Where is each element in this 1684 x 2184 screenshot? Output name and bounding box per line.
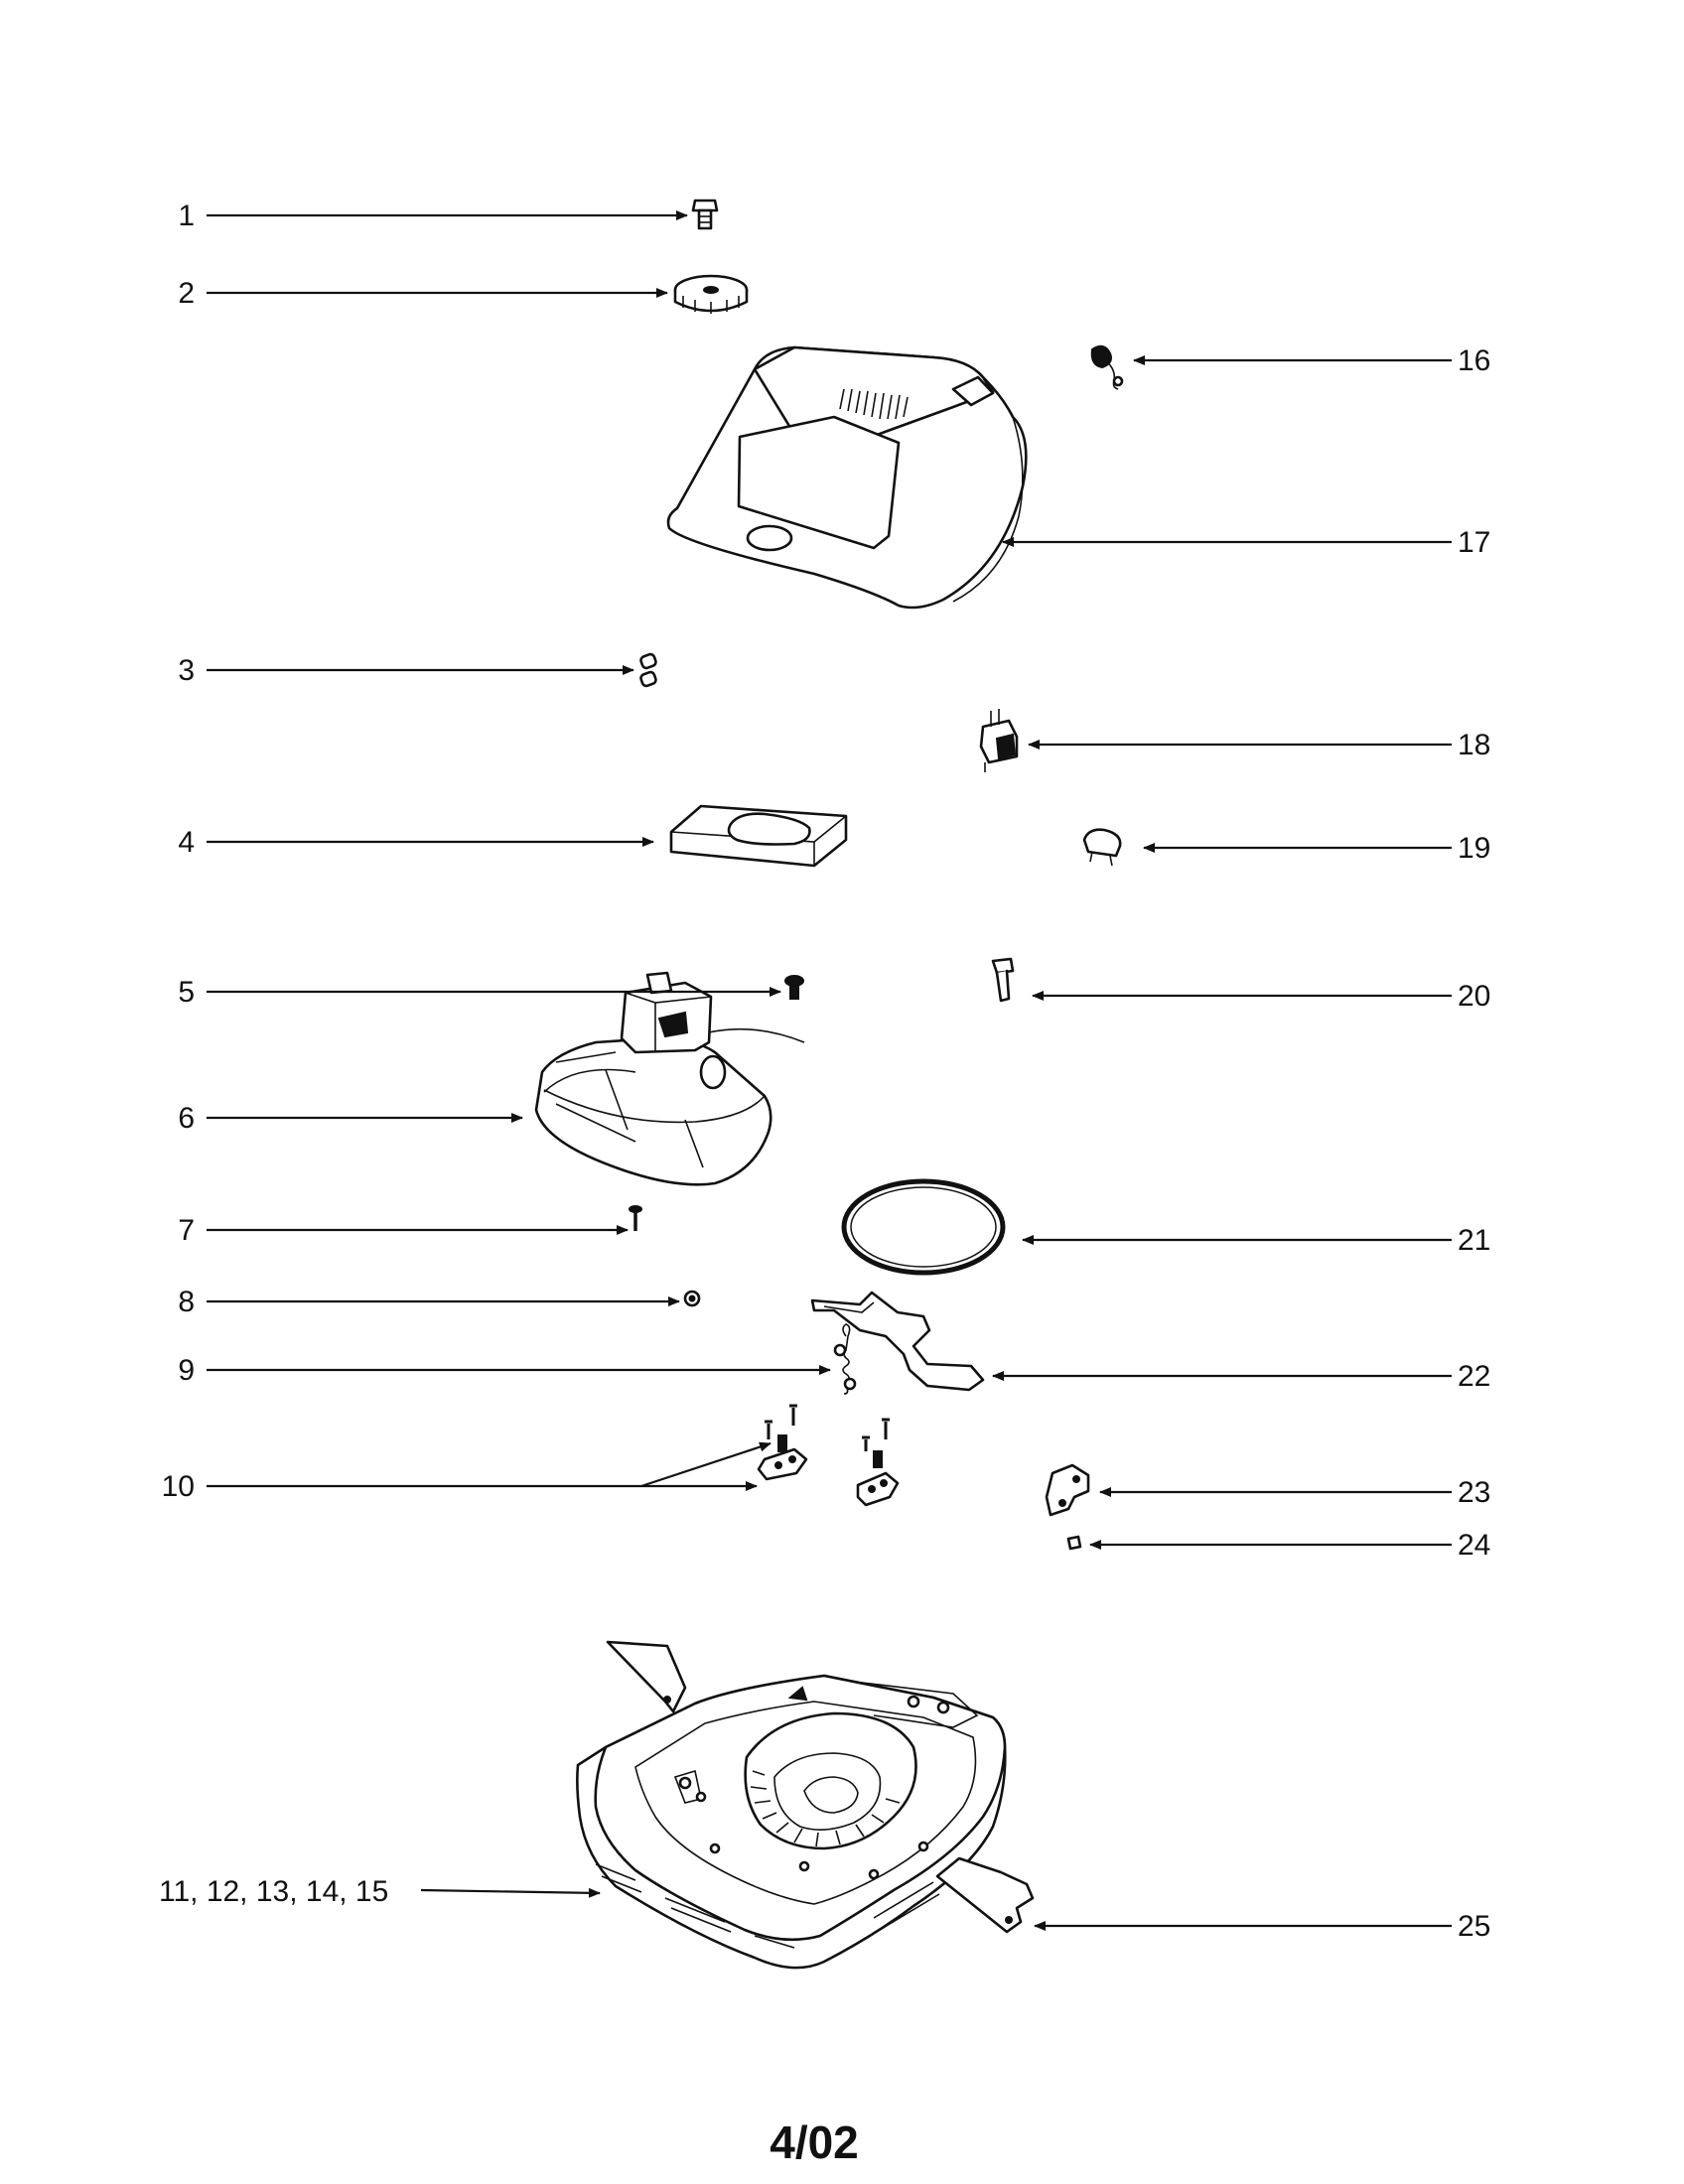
part-20-bracket [991, 957, 1015, 1003]
callout-4: 4 [178, 826, 195, 859]
leader-11-15 [420, 1887, 601, 1898]
part-2-knob [673, 274, 749, 314]
part-4-filter [669, 804, 848, 868]
part-10-screws-plates [757, 1404, 900, 1507]
callout-6: 6 [178, 1102, 195, 1135]
callout-16: 16 [1458, 344, 1490, 377]
part-18-switch [979, 709, 1019, 772]
callout-24: 24 [1458, 1529, 1490, 1562]
callout-3: 3 [178, 654, 195, 687]
part-22-lever [810, 1291, 985, 1392]
part-8-nut [683, 1290, 701, 1307]
part-19-clip [1082, 828, 1122, 867]
part-9-spring [833, 1323, 857, 1395]
page-footer: 4/02 [770, 2116, 859, 2168]
callout-10: 10 [162, 1470, 195, 1503]
callout-21: 21 [1458, 1224, 1490, 1257]
part-24-nut [1066, 1535, 1082, 1551]
leader-10b [640, 1441, 772, 1488]
callout-20: 20 [1458, 980, 1490, 1013]
part-16-clip [1090, 344, 1124, 390]
callout-11-15: 11, 12, 13, 14, 15 [159, 1875, 388, 1908]
vent-grille [839, 388, 909, 420]
callout-22: 22 [1458, 1360, 1490, 1393]
callout-23: 23 [1458, 1476, 1490, 1509]
leader-lines [207, 210, 1452, 1931]
part-23-bracket [1045, 1463, 1090, 1517]
part-1-screw [691, 199, 719, 230]
part-6-motor [534, 971, 805, 1186]
part-5-screw [784, 975, 804, 1000]
part-17-hood-cover [666, 345, 1028, 610]
callout-7: 7 [178, 1214, 195, 1247]
part-3-caps [639, 652, 657, 688]
part-21-gasket-ring [841, 1178, 1006, 1276]
part-11-15-base-housing [576, 1640, 1007, 1970]
callout-8: 8 [178, 1286, 195, 1318]
callout-17: 17 [1458, 526, 1490, 559]
callout-2: 2 [178, 277, 195, 310]
impeller-fins [750, 1770, 901, 1847]
part-7-screw [629, 1205, 642, 1231]
callout-5: 5 [178, 976, 195, 1009]
callout-19: 19 [1458, 832, 1490, 865]
part-25-plate [935, 1856, 1035, 1934]
callout-1: 1 [178, 200, 195, 232]
callout-18: 18 [1458, 729, 1490, 761]
callout-25: 25 [1458, 1910, 1490, 1943]
callout-labels: 1 2 3 4 5 6 7 8 9 10 11, 12, 13, 14, 15 … [159, 200, 1490, 1943]
callout-9: 9 [178, 1354, 195, 1387]
